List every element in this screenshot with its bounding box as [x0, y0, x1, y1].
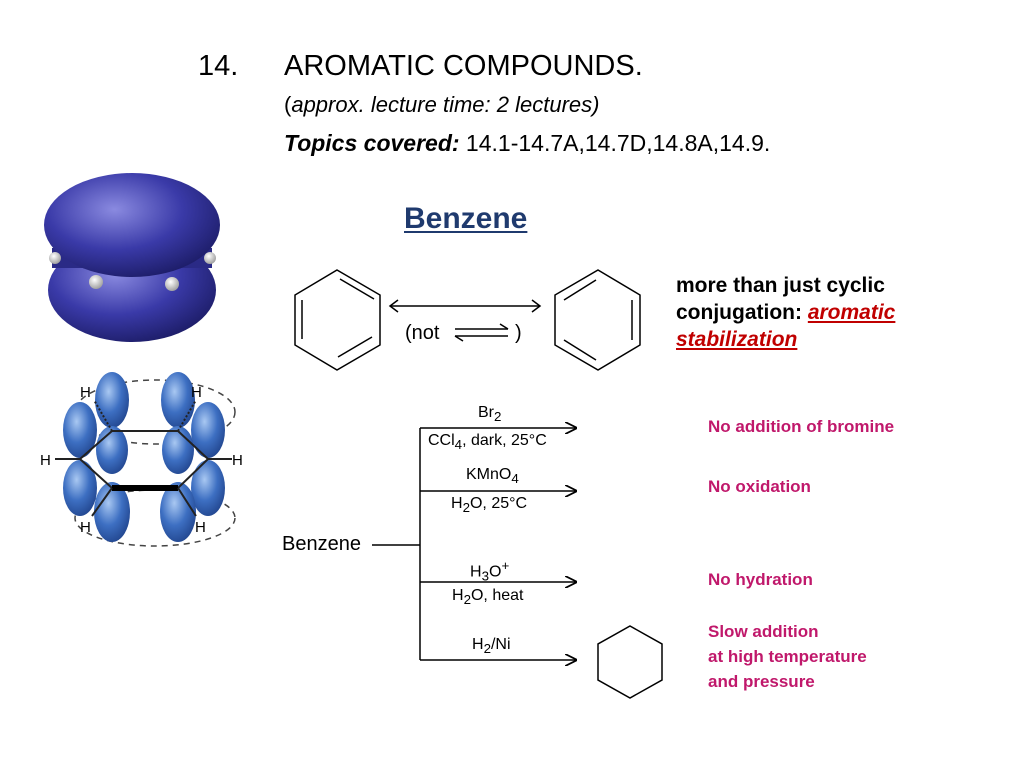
note-line-2: conjugation: aromatic	[676, 299, 976, 326]
pi-cloud-model	[44, 173, 220, 342]
section-number: 14.	[198, 50, 239, 82]
p-orbital-lobe	[191, 460, 225, 516]
conditions-oxidation: H2O, 25°C	[451, 495, 528, 516]
p-orbital-lobe	[96, 426, 128, 474]
hydrogen-atom	[204, 252, 216, 264]
hydrogen-label: H	[232, 452, 243, 469]
benzene-reactant-label: Benzene	[282, 533, 361, 555]
hydrogen-atom	[49, 252, 61, 264]
outcome-line: at high temperature	[708, 647, 867, 666]
ch-bond	[177, 399, 197, 432]
p-orbital-lobe	[162, 426, 194, 474]
note-aromatic: aromatic	[807, 301, 896, 324]
paren-open: (	[284, 92, 292, 117]
outcome-slow-addition: Slow addition at high temperature and pr…	[708, 619, 867, 694]
p-orbital-lobe	[95, 372, 129, 428]
aromatic-note: more than just cyclic conjugation: aroma…	[676, 272, 976, 353]
reagent-hydrogen-nickel: H2/Ni	[472, 636, 511, 657]
hydrogen-label: H	[191, 384, 202, 401]
p-orbital-lobe	[160, 482, 196, 542]
kekule-structure-right	[554, 269, 641, 371]
reaction-scheme	[372, 428, 576, 660]
note-conjugation: conjugation:	[676, 301, 808, 324]
not-label: (not	[405, 322, 440, 344]
kekule-structure-left	[294, 269, 381, 371]
hydrogen-label: H	[80, 384, 91, 401]
reagent-hydronium: H3O+	[470, 558, 510, 584]
p-orbital-lobe	[161, 372, 195, 428]
ch-bond	[91, 487, 113, 517]
outcome-line: Slow addition	[708, 622, 819, 641]
page-title: AROMATIC COMPOUNDS.	[284, 50, 643, 82]
ch-bond	[177, 487, 197, 517]
outcome-no-hydration: No hydration	[708, 570, 813, 589]
pi-cloud-upper-lobe	[44, 173, 220, 277]
hydrogen-atom	[89, 275, 103, 289]
resonance-arrow	[388, 299, 542, 313]
note-line-1: more than just cyclic	[676, 274, 885, 297]
reagent-bromine: Br2	[478, 404, 502, 425]
orbital-overlap-top	[74, 379, 236, 445]
benzene-heading: Benzene	[404, 202, 528, 235]
p-orbital-lobe	[63, 460, 97, 516]
ch-bond	[93, 399, 113, 432]
p-orbital-lobe	[94, 482, 130, 542]
hydrogen-label: H	[195, 519, 206, 536]
p-orbital-lobe	[63, 402, 97, 458]
reagent-permanganate: KMnO4	[466, 466, 519, 487]
lecture-time-text: approx. lecture time: 2 lectures)	[291, 92, 600, 117]
outcome-no-bromine-addition: No addition of bromine	[708, 417, 895, 436]
note-stabilization: stabilization	[676, 328, 798, 351]
note-line-3: stabilization	[676, 326, 976, 353]
outcome-line: and pressure	[708, 672, 815, 691]
conditions-hydration: H2O, heat	[452, 587, 524, 608]
conditions-bromine: CCl4, dark, 25°C	[428, 432, 547, 453]
cyclohexane-product	[597, 625, 663, 699]
p-orbital-lobe	[191, 402, 225, 458]
topics-label: Topics covered:	[284, 130, 460, 156]
equilibrium-arrows	[454, 323, 509, 342]
topics-value: 14.1-14.7A,14.7D,14.8A,14.9.	[459, 130, 771, 156]
close-paren: )	[515, 322, 522, 344]
hydrogen-atom	[165, 277, 179, 291]
hydrogen-label: H	[80, 519, 91, 536]
lecture-time: (approx. lecture time: 2 lectures)	[284, 92, 599, 118]
p-orbital-diagram: H H H H H H	[40, 372, 243, 547]
hydrogen-label: H	[40, 452, 51, 469]
topics-covered: Topics covered: 14.1-14.7A,14.7D,14.8A,1…	[284, 130, 770, 157]
outcome-no-oxidation: No oxidation	[708, 477, 811, 496]
